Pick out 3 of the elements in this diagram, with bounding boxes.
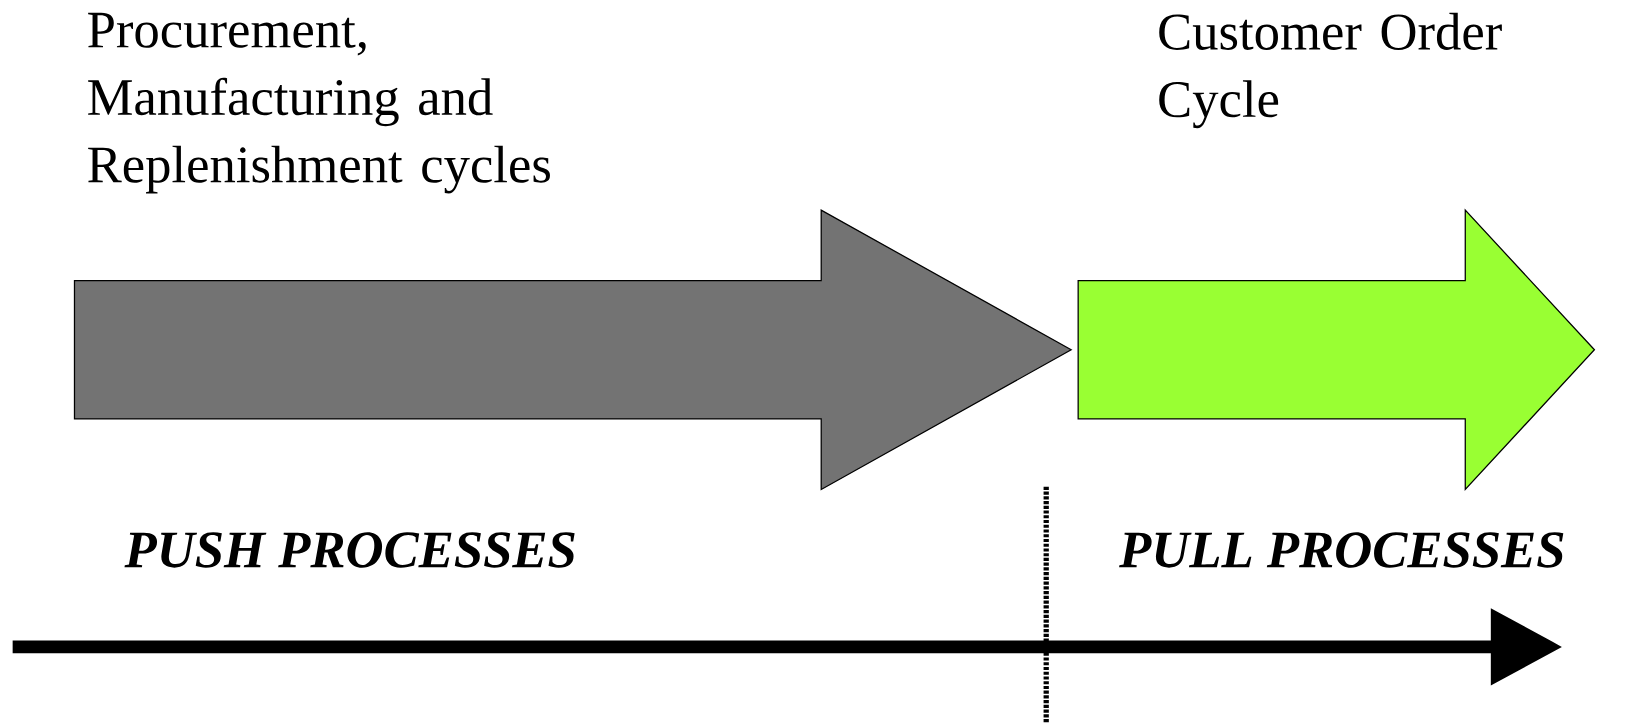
section-label: PULL PROCESSES	[1119, 532, 1564, 568]
heading: Procurement, Manufacturing and Replenishment cycles	[88, 12, 550, 194]
heading: Customer Order Cycle	[1159, 12, 1502, 129]
